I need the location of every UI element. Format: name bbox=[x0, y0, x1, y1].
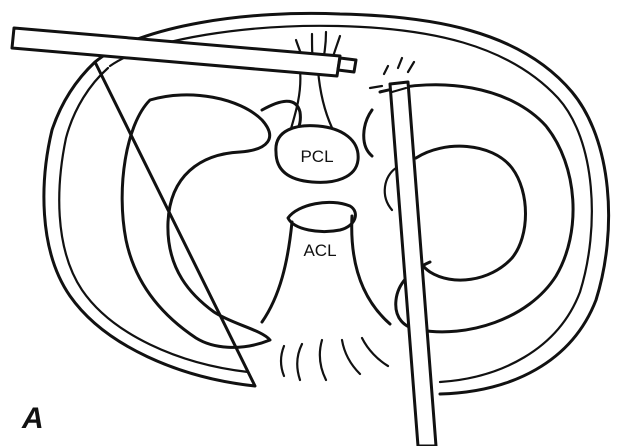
pcl-stalk bbox=[290, 70, 334, 132]
intercondylar-notch-right bbox=[364, 110, 372, 156]
panel-letter: A bbox=[21, 402, 44, 435]
acl-top bbox=[288, 202, 355, 231]
pcl-label: PCL bbox=[300, 147, 333, 166]
right-instrument bbox=[370, 58, 436, 446]
fiber-lines-anterior bbox=[281, 338, 388, 380]
lateral-meniscus-anterior-horn bbox=[385, 168, 396, 210]
lateral-meniscus-inner bbox=[416, 146, 526, 280]
medial-meniscus bbox=[122, 95, 270, 348]
outer-rim-inner-line-left bbox=[59, 68, 248, 372]
acl-label: ACL bbox=[303, 241, 336, 260]
left-instrument bbox=[12, 28, 356, 76]
